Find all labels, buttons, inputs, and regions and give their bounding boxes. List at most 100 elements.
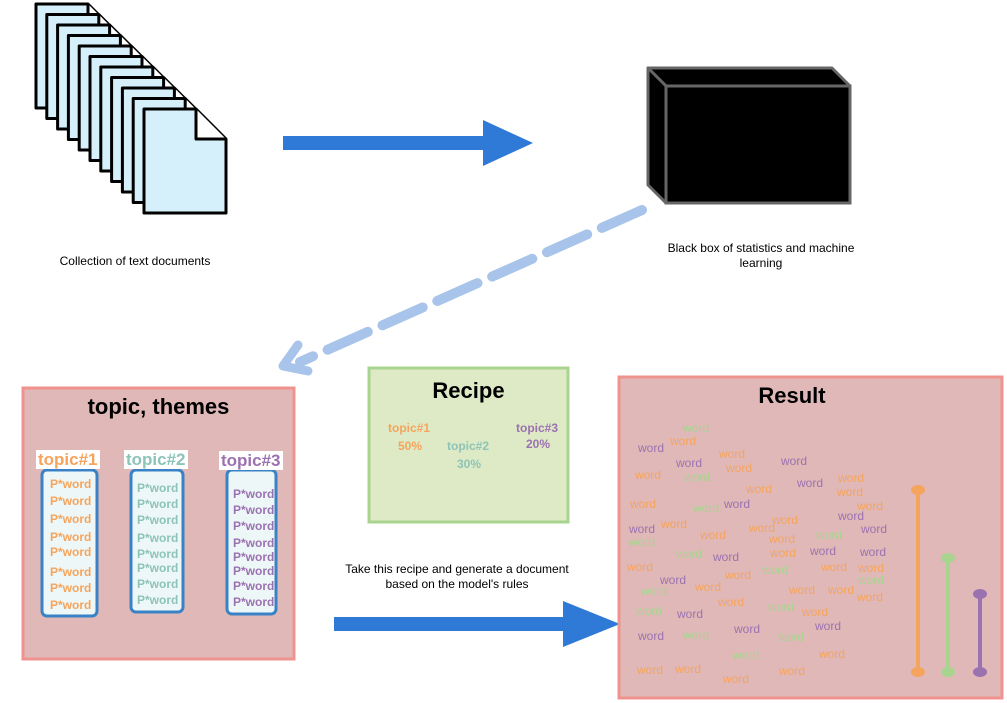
result-word: word [746, 482, 773, 496]
result-word: word [661, 517, 688, 531]
result-word: word [641, 584, 668, 598]
recipe-topic3-name: topic#3 [516, 421, 559, 435]
topic-word: P*word [137, 531, 179, 545]
result-word: word [693, 501, 720, 515]
topic-word: P*word [233, 536, 275, 550]
result-word: word [762, 563, 789, 577]
result-word: word [718, 595, 745, 609]
recipe-topic1-name: topic#1 [388, 421, 431, 435]
result-word: word [637, 663, 664, 677]
result-word: word [749, 521, 776, 535]
topic-word: P*word [233, 519, 275, 533]
topic-word: P*word [50, 512, 92, 526]
recipe-topic1-pct: 50% [398, 439, 423, 453]
topic-word: P*word [50, 565, 92, 579]
topic-word: P*word [233, 595, 275, 609]
result-word: word [723, 672, 750, 686]
result-word: word [838, 509, 865, 523]
topic-word: P*word [50, 545, 92, 559]
topic1-tube [40, 468, 99, 618]
arrow-to-blackbox [283, 120, 533, 166]
result-bar-cap [941, 553, 955, 563]
topic-word: P*word [50, 530, 92, 544]
recipe-topic2-pct: 30% [457, 457, 482, 471]
topic-word: P*word [137, 547, 179, 561]
topics-panel-title: topic, themes [87, 394, 230, 419]
topic-word: P*word [233, 487, 275, 501]
recipe-topic3-pct: 20% [526, 437, 551, 451]
result-word: word [816, 528, 843, 542]
result-title: Result [758, 383, 826, 408]
result-word: word [700, 528, 727, 542]
result-word: word [627, 560, 654, 574]
recipe-topic1: topic#1 50% [388, 421, 430, 453]
arrow-to-result [334, 601, 620, 647]
topic-word: P*word [50, 581, 92, 595]
result-word: word [815, 619, 842, 633]
result-word: word [726, 461, 753, 475]
recipe-title: Recipe [432, 378, 505, 403]
recipe-topic2-name: topic#2 [447, 439, 490, 453]
result-word: word [819, 647, 846, 661]
topic-word: P*word [50, 477, 92, 491]
result-panel [617, 375, 1004, 700]
collection-caption: Collection of text documents [59, 254, 211, 268]
result-word: word [733, 648, 760, 662]
recipe-topic2: topic#2 30% [447, 439, 489, 471]
topic2-label: topic#2 [124, 450, 188, 469]
document-stack-icon [34, 2, 228, 215]
topic-word: P*word [50, 598, 92, 612]
result-word: word [629, 535, 656, 549]
topic-word: P*word [137, 561, 179, 575]
result-word: word [635, 468, 662, 482]
document-icon [142, 107, 228, 215]
result-word: word [781, 454, 808, 468]
blackbox-caption: Black box of statistics and machine lear… [667, 241, 855, 270]
result-word: word [858, 573, 885, 587]
result-word: word [769, 532, 796, 546]
result-word: word [676, 547, 703, 561]
result-word: word [683, 628, 710, 642]
result-word: word [779, 664, 806, 678]
result-bar-cap [973, 667, 987, 677]
topic3-tube [225, 468, 278, 616]
result-word: word [837, 485, 864, 499]
topic-word: P*word [233, 503, 275, 517]
topic-word: P*word [50, 494, 92, 508]
result-word: word [719, 447, 746, 461]
result-word: word [675, 662, 702, 676]
topic-word: P*word [137, 497, 179, 511]
topic-word: P*word [233, 564, 275, 578]
result-bar-cap [911, 485, 925, 495]
topic2-tube [129, 468, 185, 614]
result-word: word [683, 421, 710, 435]
result-word: word [638, 629, 665, 643]
result-word: word [797, 476, 824, 490]
result-word: word [810, 544, 837, 558]
result-word: word [861, 522, 888, 536]
result-word: word [638, 441, 665, 455]
dashed-arrow-to-topics [278, 205, 647, 376]
result-word: word [734, 622, 761, 636]
result-word: word [772, 513, 799, 527]
topic1-label: topic#1 [36, 450, 100, 469]
result-word: word [670, 434, 697, 448]
result-word: word [713, 550, 740, 564]
result-word: word [789, 583, 816, 597]
result-word: word [629, 522, 656, 536]
topic-word: P*word [137, 593, 179, 607]
result-word: word [828, 583, 855, 597]
result-word: word [770, 546, 797, 560]
topic-word: P*word [137, 481, 179, 495]
topic3-label: topic#3 [219, 451, 283, 470]
recipe-topic3: topic#3 20% [516, 421, 558, 451]
black-box-icon [646, 66, 852, 205]
result-bar-cap [941, 667, 955, 677]
result-bar-cap [973, 589, 987, 599]
result-word: word [857, 499, 884, 513]
result-word: word [725, 568, 752, 582]
